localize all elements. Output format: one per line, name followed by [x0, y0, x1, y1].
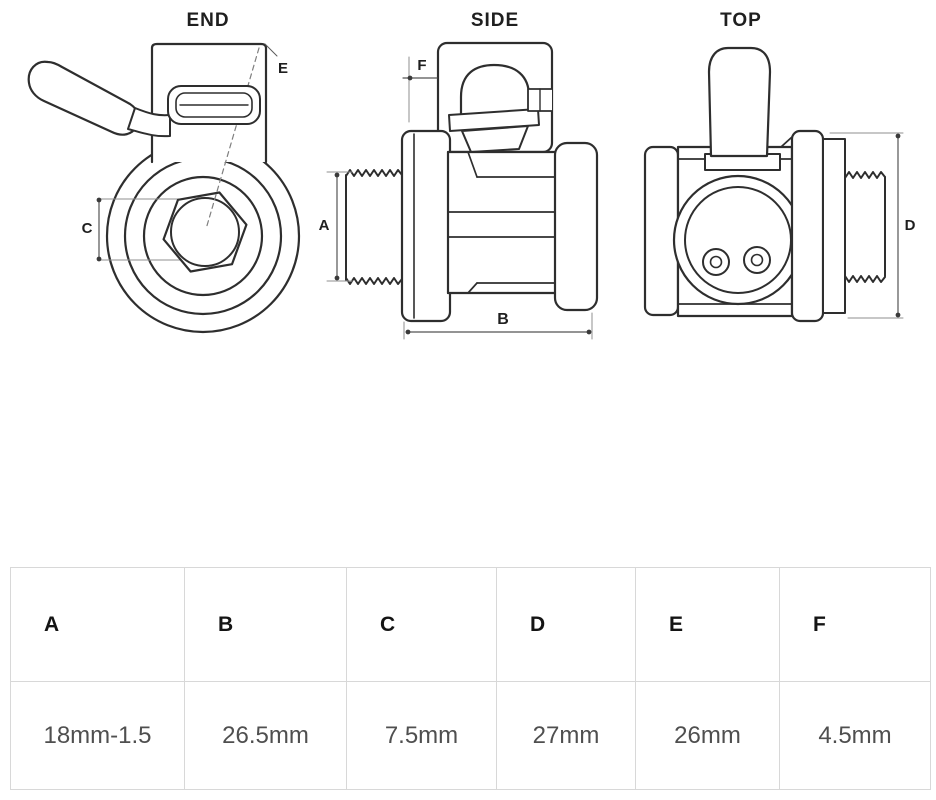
- dim-label-a: A: [319, 217, 330, 234]
- dimensions-table: A B C D E F 18mm-1.5 26.5mm 7.5mm 27mm 2…: [10, 567, 931, 790]
- table-value-cell: 7.5mm: [347, 682, 497, 789]
- top-view-title: TOP: [720, 10, 762, 31]
- dim-label-b: B: [497, 311, 509, 328]
- table-header-cell: F: [780, 568, 930, 682]
- dim-label-c: C: [82, 220, 93, 237]
- table-value-cell: 18mm-1.5: [11, 682, 185, 789]
- table-value-cell: 4.5mm: [818, 721, 892, 749]
- table-value-cell: 27mm: [497, 682, 636, 789]
- table-value-cell: 26.5mm: [185, 682, 347, 789]
- table-value-cell: 26mm: [636, 682, 780, 789]
- side-view: A F B SIDE: [319, 10, 599, 340]
- top-view: D TOP: [643, 10, 916, 323]
- dim-label-f: F: [417, 57, 426, 74]
- table-header-cell: D: [497, 568, 636, 682]
- table-header-cell: E: [636, 568, 780, 682]
- table-header-cell: A: [11, 568, 185, 682]
- side-view-title: SIDE: [471, 10, 519, 31]
- table-header-cell: B: [185, 568, 347, 682]
- end-view-title: END: [186, 10, 229, 31]
- technical-drawing: C E END: [27, 10, 916, 340]
- dim-label-e: E: [278, 60, 288, 77]
- end-view: C E END: [27, 10, 301, 334]
- table-header-cell: C: [347, 568, 497, 682]
- dim-label-d: D: [905, 217, 916, 234]
